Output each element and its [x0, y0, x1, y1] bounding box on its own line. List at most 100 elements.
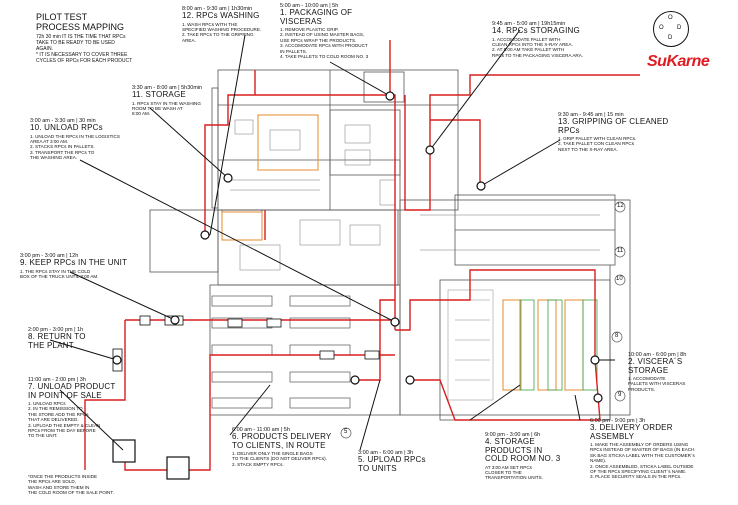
step-6-time: 6:00 am - 11:00 am | 5h: [232, 427, 290, 433]
note-line-1: 72h 30 min IT IS THE TIME THAT RPCs: [36, 34, 126, 40]
pallet-grid: [447, 289, 494, 401]
step-12-title: 12. RPCs WASHING: [182, 11, 260, 20]
step-13-time: 9:30 am - 9:45 am | 15 min: [558, 112, 624, 118]
step-3-item: OF THE RPCs SPECIFYING CLIENT´s NAME.: [590, 469, 687, 475]
step-11-item: 8:00 AM.: [132, 111, 151, 117]
step-11-note: 3:30 am - 8:00 am | 5h30min 11. STORAGE …: [132, 85, 232, 117]
step-7-item: THAT ARE DELIVERED.: [28, 417, 79, 423]
step-13-note: 9:30 am - 9:45 am | 15 min 13. GRIPPING …: [558, 112, 673, 152]
step-10-item: AREA AT 3:00 AM.: [30, 138, 69, 144]
step-4-title: 4. STORAGE: [485, 437, 535, 446]
step-14-note: 9:45 am - 5:00 am | 19h15min 14. RPCs ST…: [492, 21, 632, 58]
step-3-item: RPCs INSTEAD OF MASTER OF BAGS (IN EACH: [590, 447, 695, 453]
step-6-title-2: TO CLIENTS, IN ROUTE: [232, 440, 326, 450]
step-14-item: RPCs TO THE PACKAGING VISCERA ARA.: [492, 52, 584, 58]
step-1-note: 5:00 am - 10:00 am | 5h 1. PACKAGING OF …: [280, 3, 385, 59]
step-10-time: 3:00 am - 3:30 am | 30 min: [30, 118, 96, 124]
step-13-title: 13. GRIPPING OF CLEANED: [558, 117, 669, 126]
step-2-item: PALLETS WITH VISCERAS: [628, 381, 686, 387]
step-9-item: BOX OF THE TRUCK UNTIL 3:00 AM.: [20, 273, 99, 279]
plan-marker-5: 5: [344, 429, 348, 435]
step-3-title: 3. DELIVERY ORDER: [590, 423, 673, 432]
green-racks: [519, 299, 598, 391]
step-10-item: 1. UNLOAD THE RPCs IN THE LOGISTICS: [30, 133, 120, 139]
footnote-line: THE COLD ROOM OF THE SALE POINT.: [28, 490, 114, 496]
step-11-item: 1. RPCs STAY IN THE WASHING: [132, 100, 201, 106]
step-12-time: 8:00 am - 9:30 am | 1h30min: [182, 6, 253, 12]
step-10-item: 2. STACKS RPCs IN PALLETS.: [30, 144, 95, 150]
step-7-item: THE STORE ADD THE RPCs: [28, 411, 89, 417]
note-line-3: AGAIN.: [36, 46, 53, 52]
step-8-title-2: THE PLANT: [28, 340, 74, 350]
step-3-title-2: ASSEMBLY: [590, 431, 635, 441]
step-11-item: ROOM TO BE WASH AT: [132, 105, 183, 111]
footnote: *ONCE THE PRODUCTS INSIDE THE RPCs ARE S…: [28, 474, 148, 496]
step-13-item: NEXT TO THE X-RAY AREA.: [558, 146, 618, 152]
step-3-time: 6:00 pm - 9:00 pm | 3h: [590, 418, 646, 424]
step-4-title-2: PRODUCTS IN: [485, 445, 543, 455]
step-6-item: 1. DELIVER ONLY THE SINGLE BAGS: [232, 451, 313, 456]
step-7-item: 3. UPLOAD THE EMPTY & CLEAN: [28, 422, 101, 428]
step-4-item: TRANSPORTATION UNITS.: [485, 475, 543, 481]
step-1-time: 5:00 am - 10:00 am | 5h: [280, 3, 339, 9]
step-4-item: CLOSER TO THE: [485, 469, 522, 475]
step-14-item: 1. ACCOMODATE PALLET WITH: [492, 36, 561, 42]
step-6-note: 6:00 am - 11:00 am | 5h 6. PRODUCTS DELI…: [232, 427, 357, 467]
step-13-item: 1. GRIP PALLET WITH CLEAN RPCs.: [558, 136, 637, 141]
step-1-item: USE RPCs WRAP THE PRODUCTS.: [280, 37, 357, 43]
step-7-title-2: IN POINT OF SALE: [28, 390, 102, 400]
step-5-time: 3:00 am - 6:00 am | 3h: [358, 450, 414, 456]
step-12-note: 8:00 am - 9:30 am | 1h30min 12. RPCs WAS…: [182, 6, 282, 43]
step-3-item: NAME).: [590, 458, 607, 464]
interior-detail: [230, 119, 600, 271]
step-12-item: 1. WASH RPCs WITH THE: [182, 21, 238, 27]
plan-marker-12: 12: [617, 203, 624, 209]
step-10-item: THE WASHING AREA.: [30, 155, 78, 161]
title-line-2: PROCESS MAPPING: [36, 22, 125, 32]
sukarne-logo: SuKarne: [647, 53, 710, 70]
step-1-title-2: VISCERAS: [280, 16, 323, 26]
step-4-item: AT 3:00 AM SET RPCs: [485, 464, 532, 470]
step-1-item: 2. INSTEAD OF USING MASTER BAGS,: [280, 32, 365, 38]
note-line-2: TAKE TO BE READY TO BE USED: [36, 40, 115, 46]
step-10-item: 3. TRANSPORT THE RPCs TO: [30, 149, 95, 155]
step-6-item: TO THE CLIENTS (DO NOT DELIVER RPCs).: [232, 456, 327, 462]
step-9-note: 3:00 pm - 3:00 am | 12h 9. KEEP RPCs IN …: [20, 253, 140, 279]
step-7-note: 11:00 am - 2:00 pm | 3h 7. UNLOAD PRODUC…: [28, 377, 128, 439]
step-3-item: 3. PLACE SECURITY SEALS IN THE RPCs.: [590, 474, 682, 480]
step-1-item: IN PALLETS.: [280, 48, 307, 54]
step-14-item: CLEAN RPCs INTO THE X-RAY AREA.: [492, 41, 573, 47]
step-2-time: 10:00 am - 6:00 pm | 8h: [628, 352, 687, 358]
step-4-title-3: COLD ROOM NO. 3: [485, 454, 561, 463]
step-6-title: 6. PRODUCTS DELIVERY: [232, 432, 332, 441]
step-12-item: 2. TAKE RPCs TO THE GRIPPING: [182, 32, 254, 38]
step-7-item: RPCs FROM THE DAY BEFORE: [28, 428, 96, 434]
step-14-item: 2. AT 5:00 AM TAKE PALLET WITH: [492, 47, 565, 53]
step-7-item: 2. IN THE REMISSION TO: [28, 406, 83, 412]
dock-bays: [211, 295, 351, 409]
step-2-item: PRODUCTS.: [628, 386, 656, 392]
step-13-item: 2. TAKE PALLET CON CLEAN RPCs: [558, 141, 634, 147]
step-11-time: 3:30 am - 8:00 am | 5h30min: [132, 85, 203, 91]
step-4-time: 9:00 pm - 3:00 am | 6h: [485, 432, 541, 438]
step-5-title: 5. UPLOAD RPCs: [358, 455, 426, 464]
odd-logo-right: D: [677, 25, 682, 31]
odd-logo: O O D D: [653, 11, 689, 47]
step-11-title: 11. STORAGE: [132, 90, 186, 99]
step-1-item: 3. ACCOMODATE RPCs WITH PRODUCT: [280, 43, 368, 49]
step-9-item: 1. THE RPCs STAY IN THE COLD: [20, 268, 91, 274]
step-7-item: 1. UNLOAD RPCs: [28, 401, 66, 406]
note-line-4: * IT IS NECESSARY TO COVER THREE: [36, 52, 128, 58]
step-7-title: 7. UNLOAD PRODUCT: [28, 382, 116, 391]
leader-lines: [49, 29, 615, 451]
note-line-5: CYCLES OF RPCs FOR EACH PRODUCT: [36, 58, 133, 64]
footnote-line: *ONCE THE PRODUCTS INSIDE: [28, 474, 98, 479]
step-3-item: 1. MAKE THE ASSEMBLY OF ORDERS USING: [590, 442, 689, 447]
numbered-markers: [340, 201, 626, 439]
step-8-note: 2:00 pm - 3:00 pm | 1h 8. RETURN TO THE …: [28, 327, 108, 350]
step-markers: [112, 91, 603, 403]
step-7-item: TO THE UNIT.: [28, 433, 58, 439]
step-13-title-2: RPCs: [558, 125, 580, 135]
step-1-item: 4. TAKE PALLETS TO COLD ROOM NO. 3: [280, 54, 369, 60]
step-10-title: 10. UNLOAD RPCs: [30, 123, 103, 132]
